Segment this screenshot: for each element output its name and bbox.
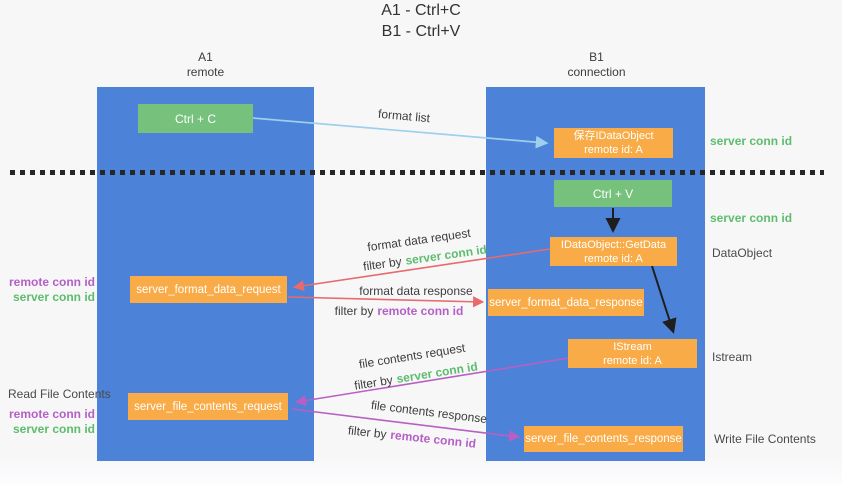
node-server-file-contents-request-label: server_file_contents_request <box>134 400 282 413</box>
node-server-file-contents-request: server_file_contents_request <box>128 393 288 420</box>
node-ctrl-c: Ctrl + C <box>138 104 253 133</box>
annotation-server-conn-id-mid: server conn id <box>710 211 793 225</box>
node-istream-line1: IStream <box>613 340 652 353</box>
node-ctrl-v-label: Ctrl + V <box>592 186 634 201</box>
node-idataobject-getdata-line2: remote id: A <box>584 252 643 265</box>
node-server-file-contents-response-label: server_file_contents_response <box>525 433 682 445</box>
node-server-format-data-request: server_format_data_request <box>130 276 287 303</box>
format-list-label: format list <box>377 106 431 126</box>
node-server-format-data-response: server_format_data_response <box>488 289 644 316</box>
lane-b-name: B1 <box>589 50 604 64</box>
node-idataobject-getdata-line1: IDataObject::GetData <box>560 238 667 251</box>
annotation-write-file-contents: Write File Contents <box>714 432 816 446</box>
node-istream-line2: remote id: A <box>603 354 662 367</box>
lane-b-subtitle: connection <box>567 65 626 79</box>
filter-by-remote-conn-id-label-2: filter by remote conn id <box>347 423 476 450</box>
remote-conn-id-text: remote conn id <box>389 427 477 451</box>
annotation-dataobject: DataObject <box>712 246 773 260</box>
annotation-remote-conn-id-bottom: remote conn id <box>8 407 95 421</box>
node-idataobject-getdata: IDataObject::GetData remote id: A <box>550 237 677 266</box>
filter-by-text: filter by <box>334 304 374 318</box>
node-server-file-contents-response: server_file_contents_response <box>524 426 683 452</box>
filter-by-text: filter by <box>347 423 388 442</box>
title-line-2: B1 - Ctrl+V <box>381 23 461 40</box>
node-ctrl-c-label: Ctrl + C <box>174 111 216 126</box>
title-line-1: A1 - Ctrl+C <box>381 2 461 19</box>
node-save-idataobject-line2: remote id: A <box>584 144 643 156</box>
node-save-idataobject: 保存IDataObject remote id: A <box>554 128 673 158</box>
node-server-format-data-request-label: server_format_data_request <box>136 283 281 296</box>
lane-a-subtitle: remote <box>186 65 225 79</box>
annotation-server-conn-id-top: server conn id <box>710 134 793 148</box>
diagram-title: A1 - Ctrl+C B1 - Ctrl+V <box>0 0 842 42</box>
lane-a-name: A1 <box>198 50 213 64</box>
node-save-idataobject-line1: 保存IDataObject <box>573 130 654 142</box>
file-contents-response-label: file contents response <box>370 397 488 427</box>
node-ctrl-v: Ctrl + V <box>554 180 672 207</box>
annotation-server-conn-id-left-bottom: server conn id <box>12 422 95 436</box>
format-data-response-label: format data response <box>359 284 473 298</box>
annotation-remote-conn-id-top: remote conn id <box>8 275 95 289</box>
dotted-separator-line <box>10 170 824 175</box>
filter-by-text: filter by <box>362 254 403 274</box>
remote-conn-id-text: remote conn id <box>377 304 464 318</box>
annotation-read-file-contents: Read File Contents <box>8 387 111 401</box>
filter-by-remote-conn-id-label-1: filter by remote conn id <box>335 304 464 318</box>
node-istream: IStream remote id: A <box>568 339 697 368</box>
filter-by-text: filter by <box>353 372 394 393</box>
node-server-format-data-response-label: server_format_data_response <box>489 296 643 309</box>
annotation-server-conn-id-left-top: server conn id <box>12 290 95 304</box>
lane-a-header: A1 remote <box>97 50 314 80</box>
annotation-istream: Istream <box>712 350 753 364</box>
lane-b-header: B1 connection <box>487 50 706 80</box>
